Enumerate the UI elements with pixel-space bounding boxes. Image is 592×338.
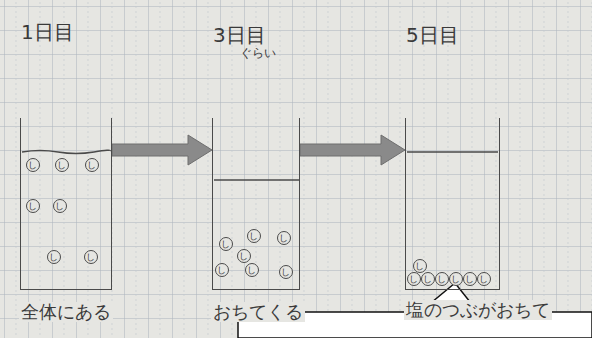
salt-particle: し xyxy=(413,259,427,273)
particle-letter: し xyxy=(221,240,230,249)
particle-letter: し xyxy=(86,253,95,262)
particle-letter: し xyxy=(55,202,64,211)
beaker: 1日目全体にあるししししししし xyxy=(20,118,112,290)
particle-letter: し xyxy=(239,252,248,261)
salt-particle: し xyxy=(421,272,435,286)
particle-letter: し xyxy=(423,275,432,284)
beaker: 5日目塩のつぶがおちてししししししし xyxy=(405,118,500,290)
salt-particle: し xyxy=(277,231,291,245)
salt-particle: し xyxy=(84,250,98,264)
water-line xyxy=(407,151,498,152)
particle-letter: し xyxy=(479,275,488,284)
day-heading: 5日目 xyxy=(406,25,459,45)
beaker: 3日目おちてくるししししししし xyxy=(212,118,300,290)
water-line xyxy=(214,179,299,180)
salt-particle: し xyxy=(463,272,477,286)
particle-letter: し xyxy=(57,161,66,170)
particle-letter: し xyxy=(87,161,96,170)
salt-particle: し xyxy=(219,237,233,251)
observation-caption: おちてくる xyxy=(211,302,305,322)
salt-particle: し xyxy=(237,249,251,263)
water-line xyxy=(22,150,110,153)
salt-particle: し xyxy=(53,199,67,213)
note-label: ぐらい xyxy=(240,47,276,59)
particle-letter: し xyxy=(465,275,474,284)
salt-particle: し xyxy=(245,263,259,277)
particle-letter: し xyxy=(247,266,256,275)
salt-particle: し xyxy=(47,250,61,264)
particle-letter: し xyxy=(49,253,58,262)
particle-letter: し xyxy=(437,275,446,284)
particle-letter: し xyxy=(409,275,418,284)
block-arrow xyxy=(112,135,212,165)
salt-particle: し xyxy=(407,272,421,286)
particle-letter: し xyxy=(249,232,258,241)
particle-letter: し xyxy=(281,268,290,277)
salt-particle: し xyxy=(85,158,99,172)
observation-caption: 塩のつぶがおちて xyxy=(404,300,552,320)
salt-particle: し xyxy=(215,263,229,277)
salt-particle: し xyxy=(26,199,40,213)
particle-letter: し xyxy=(217,266,226,275)
salt-particle: し xyxy=(449,272,463,286)
day-heading: 1日目 xyxy=(21,22,74,42)
particle-letter: し xyxy=(415,262,424,271)
particle-letter: し xyxy=(451,275,460,284)
day-heading: 3日目 xyxy=(213,25,266,45)
salt-particle: し xyxy=(247,229,261,243)
particle-letter: し xyxy=(28,202,37,211)
salt-particle: し xyxy=(26,158,40,172)
particle-letter: し xyxy=(28,161,37,170)
particle-letter: し xyxy=(279,234,288,243)
observation-caption: 全体にある xyxy=(19,302,113,322)
block-arrow xyxy=(300,135,405,165)
salt-particle: し xyxy=(477,272,491,286)
salt-particle: し xyxy=(55,158,69,172)
salt-particle: し xyxy=(279,265,293,279)
salt-particle: し xyxy=(435,272,449,286)
